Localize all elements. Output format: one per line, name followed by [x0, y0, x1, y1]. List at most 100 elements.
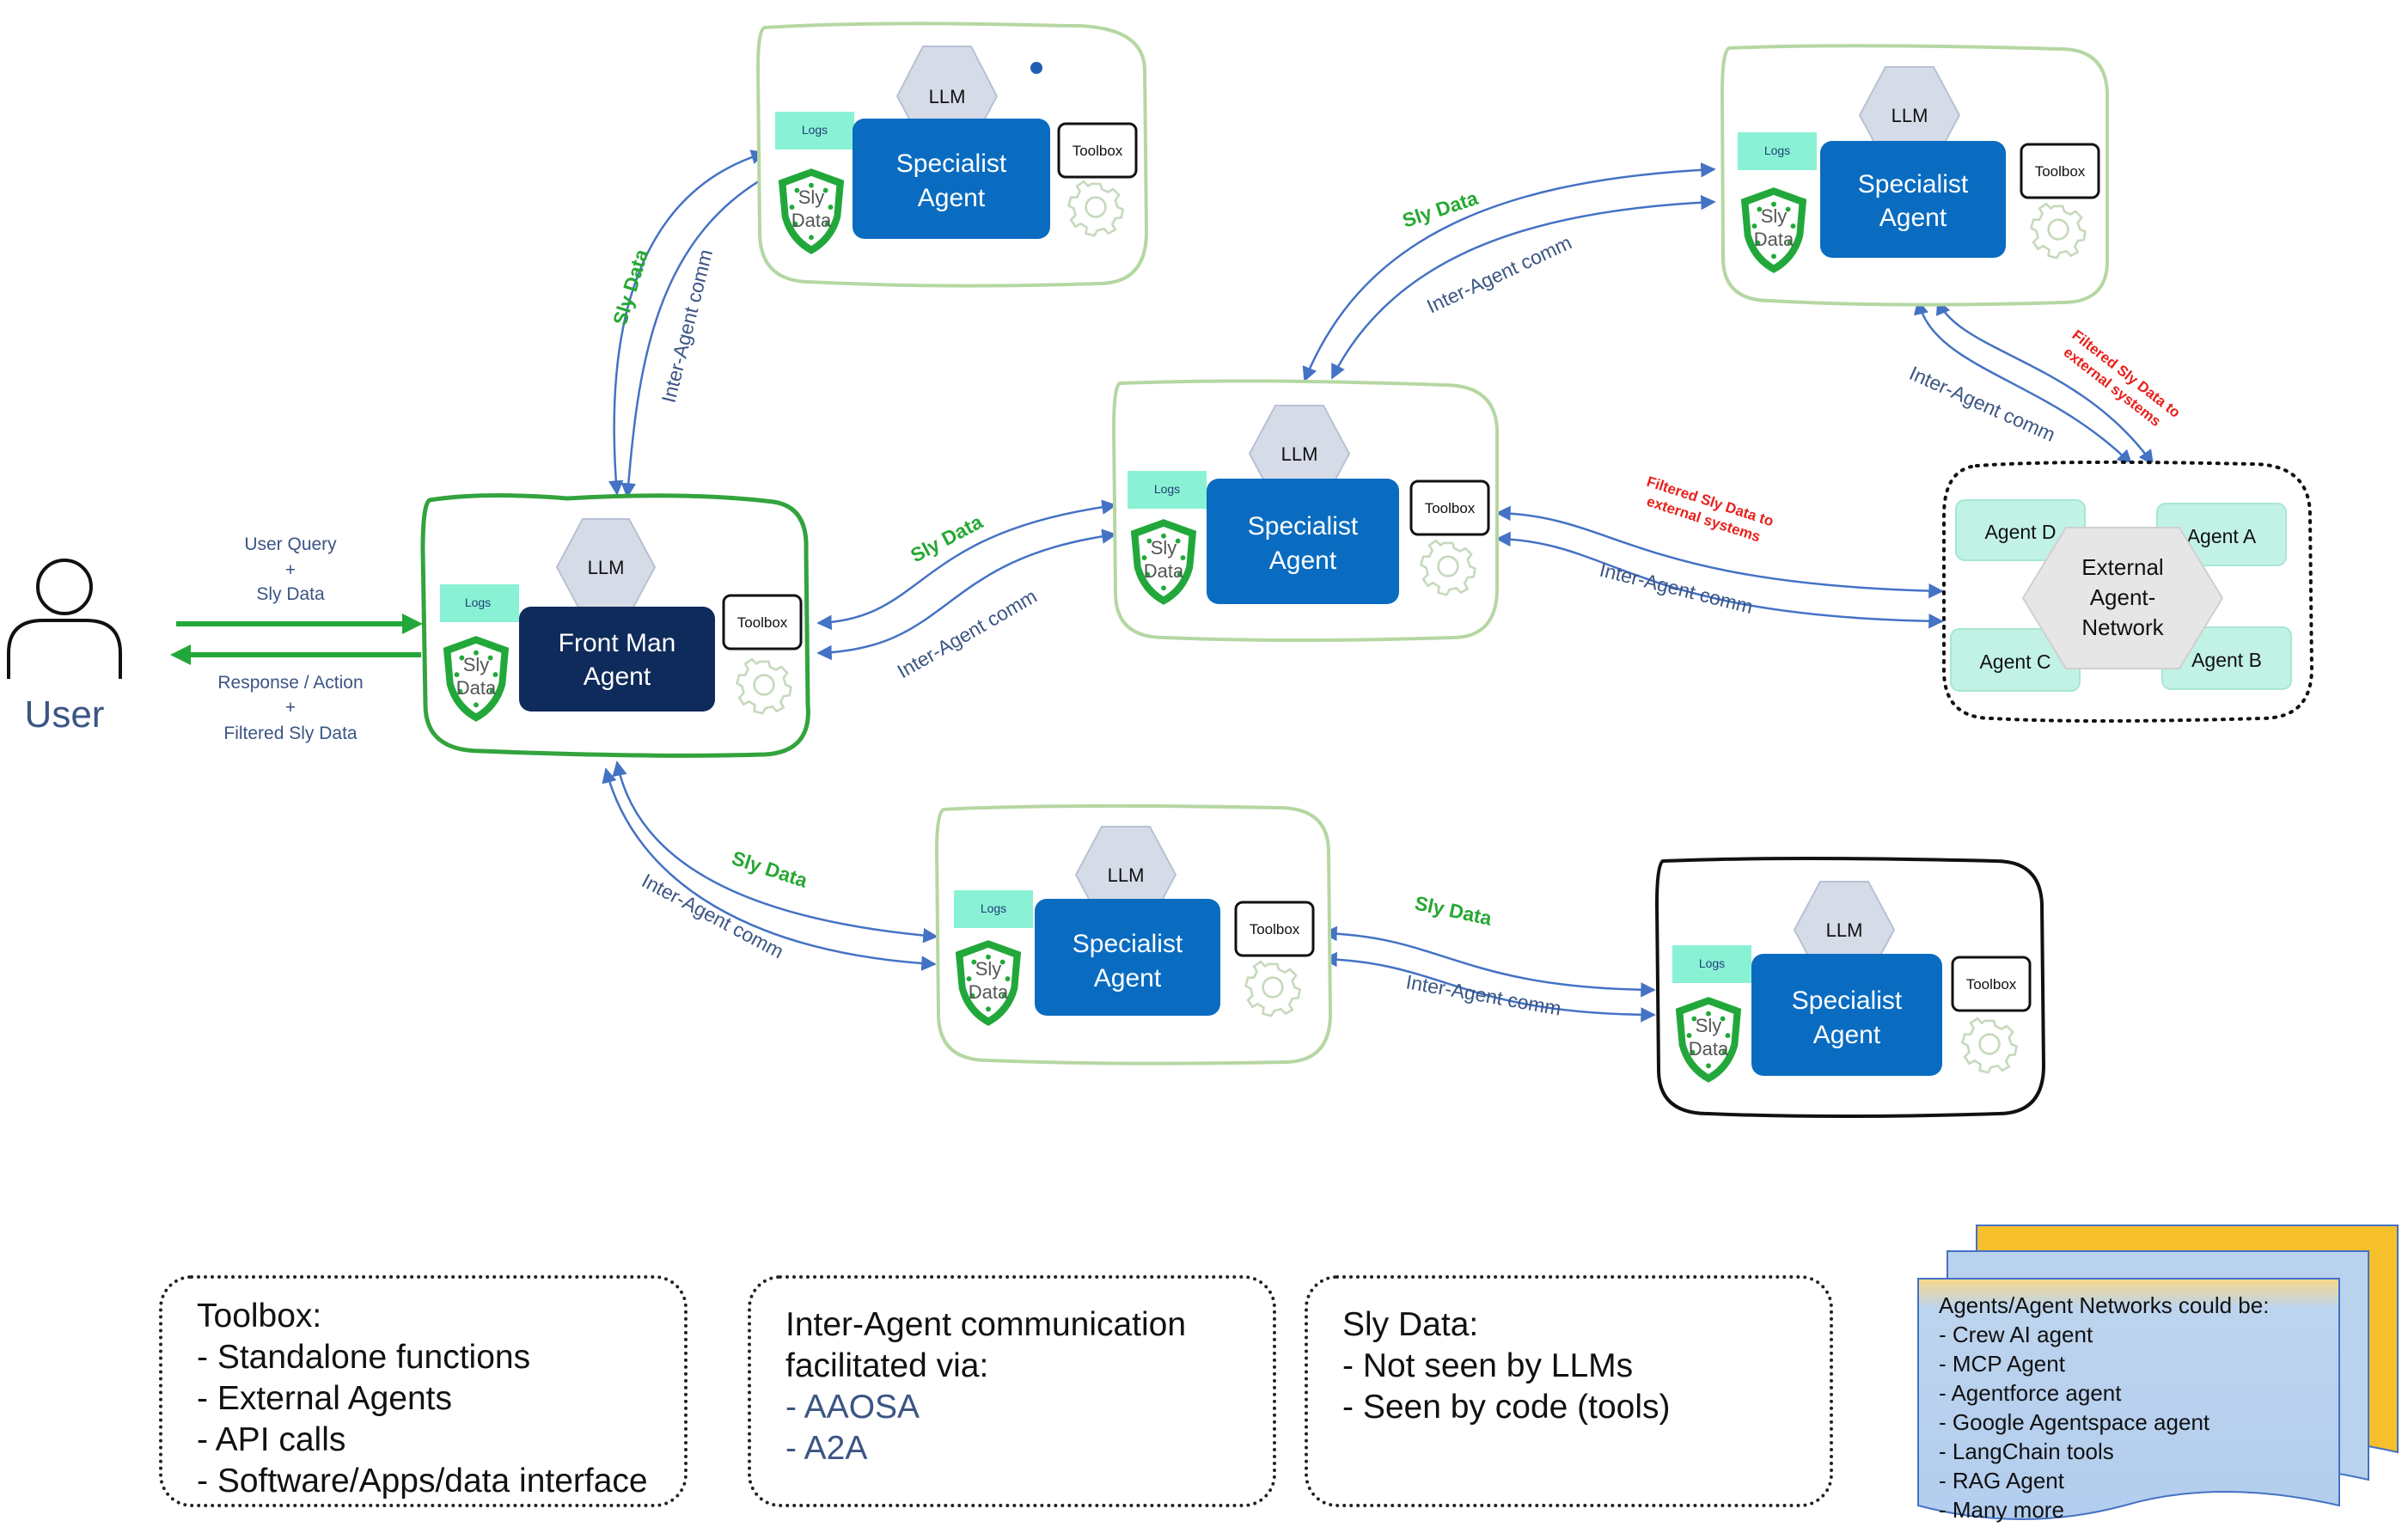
external-agent-network[interactable]: Agent D Agent A Agent C Agent B External… [1950, 499, 2292, 692]
front-llm-label: LLM [588, 557, 625, 578]
front-agent-name-1: Front Man [559, 629, 676, 657]
note-item: - LangChain tools [1939, 1438, 2114, 1464]
front-toolbox-label: Toolbox [737, 614, 788, 631]
comm-label-top-right: Inter-Agent comm [1423, 231, 1575, 318]
legend-toolbox-item: - Software/Apps/data interface [197, 1463, 648, 1499]
sly-data-label-top: Sly Data [608, 247, 652, 328]
legend-toolbox-item: - API calls [197, 1421, 346, 1458]
bottom-sly-label-1: Sly [975, 958, 1002, 980]
ext-agent-b-label: Agent B [2191, 649, 2262, 671]
legend-toolbox-item: - Standalone functions [197, 1339, 531, 1376]
front-agent[interactable]: LLM Logs Front Man Agent Toolbox Sly Dat… [440, 518, 803, 722]
legend-comm-item: - A2A [785, 1430, 868, 1467]
front-logs-tag [440, 584, 519, 622]
user-query-label: User Query [244, 534, 337, 554]
user-label: User [25, 693, 105, 736]
ext-network-hexagon [2021, 527, 2224, 669]
bottom-right-agent-name-2: Agent [1813, 1021, 1881, 1049]
ext-agent-c-label: Agent C [1979, 650, 2050, 673]
bottom-right-agent-name-1: Specialist [1792, 986, 1903, 1015]
response-plus: + [285, 698, 296, 718]
bottom-right-toolbox[interactable] [1951, 956, 2032, 1012]
agent-types-note: Agents/Agent Networks could be: - Crew A… [1918, 1279, 2269, 1532]
middle-agent-name-2: Agent [1269, 547, 1337, 575]
sly-data-label-bottom-right: Sly Data [1413, 891, 1494, 929]
note-item: - Many more [1939, 1497, 2064, 1523]
user-icon [7, 559, 122, 679]
top-right-toolbox[interactable] [2020, 143, 2100, 199]
response-filtered-label: Filtered Sly Data [223, 724, 358, 743]
legend-sly-item: - Seen by code (tools) [1342, 1389, 1671, 1426]
sly-data-label-top-right: Sly Data [1400, 186, 1482, 232]
dot-marker [1030, 62, 1042, 74]
note-title: Agents/Agent Networks could be: [1939, 1292, 2270, 1318]
top-right-agent-box[interactable] [1820, 141, 2006, 258]
comm-label-bottom: Inter-Agent comm [639, 869, 788, 962]
ext-network-label-1: External [2081, 554, 2163, 580]
sly-data-label-bottom: Sly Data [729, 846, 810, 892]
note-item: - RAG Agent [1939, 1468, 2064, 1493]
middle-agent-box[interactable] [1207, 479, 1399, 604]
middle-logs-label: Logs [1154, 482, 1180, 496]
top-sly-label-1: Sly [798, 186, 825, 208]
top-right-logs-label: Logs [1764, 144, 1790, 157]
connection-arrows [602, 150, 2154, 1023]
bottom-logs-label: Logs [981, 901, 1006, 915]
middle-agent-name-1: Specialist [1248, 512, 1359, 541]
comm-label-bottom-right: Inter-Agent comm [1404, 970, 1563, 1019]
ext-network-label-3: Network [2081, 614, 2164, 640]
top-agent-name-2: Agent [918, 184, 986, 212]
comm-label-middle: Inter-Agent comm [894, 584, 1041, 682]
bottom-right-specialist-agent[interactable]: LLM Logs Specialist Agent Toolbox Sly Da… [1672, 881, 2032, 1083]
top-agent-box[interactable] [853, 119, 1050, 239]
legend-comm-title-1: Inter-Agent communication [785, 1306, 1187, 1343]
front-agent-box[interactable] [519, 607, 715, 712]
front-toolbox[interactable] [722, 594, 803, 650]
legend-comm-item: - AAOSA [785, 1389, 920, 1426]
front-sly-label-1: Sly [463, 654, 490, 675]
middle-specialist-agent[interactable]: LLM Logs Specialist Agent Toolbox Sly Da… [1128, 405, 1490, 605]
bottom-right-llm-label: LLM [1826, 919, 1863, 941]
middle-toolbox[interactable] [1409, 479, 1490, 536]
ext-agent-d-label: Agent D [1984, 521, 2056, 543]
bottom-llm-label: LLM [1108, 864, 1145, 886]
legend-comm-title-2: facilitated via: [785, 1347, 989, 1384]
top-sly-label-2: Data [791, 210, 832, 231]
legend-sly-data: Sly Data: - Not seen by LLMs - Seen by c… [1305, 1275, 1833, 1507]
bottom-agent-name-2: Agent [1094, 964, 1162, 992]
sly-data-label-middle: Sly Data [907, 510, 987, 567]
legend-toolbox-title: Toolbox: [197, 1298, 322, 1335]
front-logs-label: Logs [465, 595, 491, 609]
top-right-agent-name-2: Agent [1879, 204, 1947, 232]
bottom-toolbox[interactable] [1234, 901, 1315, 957]
top-right-logs-tag [1738, 132, 1817, 170]
top-right-specialist-agent[interactable]: LLM Logs Specialist Agent Toolbox Sly Da… [1738, 66, 2100, 273]
top-toolbox-label: Toolbox [1073, 143, 1123, 159]
middle-sly-label-2: Data [1144, 560, 1184, 582]
top-llm-label: LLM [929, 86, 966, 107]
notes-stack [1917, 1225, 2399, 1520]
ext-network-label-2: Agent- [2090, 584, 2156, 610]
top-toolbox[interactable] [1057, 122, 1138, 179]
bottom-right-agent-box[interactable] [1751, 954, 1942, 1076]
user-query-sly-label: Sly Data [256, 584, 325, 604]
comm-label-top-right-external: Inter-Agent comm [1906, 362, 2059, 446]
comm-label-external: Inter-Agent comm [1598, 559, 1756, 618]
top-specialist-agent[interactable]: LLM Logs Specialist Agent Toolbox Sly Da… [775, 46, 1138, 254]
bottom-agent-box[interactable] [1035, 899, 1220, 1016]
note-item: - MCP Agent [1939, 1351, 2065, 1377]
top-agent-name-1: Specialist [896, 150, 1007, 178]
bottom-agent-name-1: Specialist [1073, 930, 1183, 958]
legend-toolbox: Toolbox: - Standalone functions - Extern… [159, 1275, 688, 1507]
response-label: Response / Action [217, 673, 363, 693]
bottom-toolbox-label: Toolbox [1250, 921, 1300, 938]
bottom-sly-label-2: Data [969, 981, 1009, 1003]
bottom-specialist-agent[interactable]: LLM Logs Specialist Agent Toolbox Sly Da… [954, 826, 1315, 1026]
middle-toolbox-label: Toolbox [1425, 500, 1476, 516]
front-agent-name-2: Agent [584, 663, 651, 691]
middle-sly-label-1: Sly [1151, 537, 1177, 559]
user-query-plus: + [285, 560, 296, 580]
bottom-right-sly-label-2: Data [1689, 1038, 1729, 1060]
note-item: - Google Agentspace agent [1939, 1409, 2210, 1435]
middle-llm-label: LLM [1281, 443, 1318, 465]
